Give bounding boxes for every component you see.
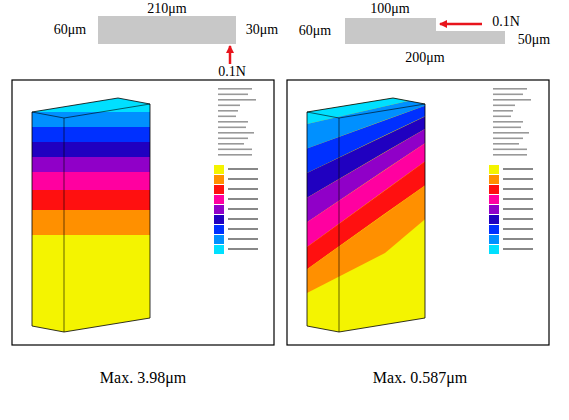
dimension-label: 210μm: [147, 1, 186, 16]
force-arrow: [229, 46, 232, 64]
dimension-label: 100μm: [370, 1, 409, 16]
force-label: 0.1N: [218, 64, 246, 79]
contour-plot: [12, 80, 274, 345]
contour-plot: [287, 80, 549, 345]
dimension-label: 200μm: [405, 50, 444, 65]
dimension-label: 50μm: [518, 32, 550, 47]
beam-shape: [98, 16, 236, 44]
force-label: 0.1N: [492, 14, 520, 29]
force-arrow: [440, 23, 482, 26]
dimension-label: 60μm: [299, 23, 331, 38]
dimension-label: 60μm: [54, 22, 86, 37]
max-deflection-label: Max. 0.587μm: [373, 369, 467, 387]
stepped-beam-shape: [345, 18, 505, 44]
max-deflection-label: Max. 3.98μm: [100, 369, 186, 387]
dimension-label: 30μm: [246, 22, 278, 37]
